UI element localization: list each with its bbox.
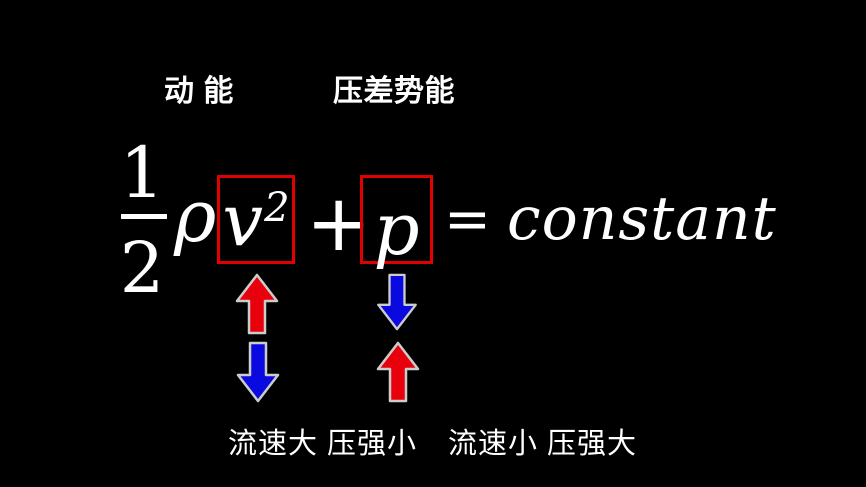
v-symbol: v bbox=[222, 177, 264, 262]
p-symbol: p bbox=[373, 186, 420, 271]
flow-fast-pressure-low-label: 流速大 压强小 bbox=[228, 428, 418, 460]
pressure-up-red-arrow-icon bbox=[376, 341, 420, 403]
flow-slow-pressure-high-label: 流速小 压强大 bbox=[448, 428, 638, 460]
v-squared-highlight-box: v2 bbox=[217, 175, 295, 264]
fraction-bar bbox=[121, 214, 167, 219]
fraction-denominator: 2 bbox=[119, 227, 165, 309]
pressure-down-blue-arrow-icon bbox=[377, 273, 417, 331]
constant-text: constant bbox=[507, 184, 777, 254]
p-highlight-box: p bbox=[360, 175, 433, 271]
velocity-up-red-arrow-icon bbox=[235, 273, 279, 335]
equals-sign: = bbox=[444, 187, 491, 252]
v-exponent: 2 bbox=[264, 184, 290, 231]
pressure-potential-energy-label: 压差势能 bbox=[333, 75, 455, 108]
v-squared-term: v2 bbox=[222, 184, 289, 256]
kinetic-energy-label: 动 能 bbox=[164, 75, 234, 108]
rho-symbol: ρ bbox=[174, 174, 217, 258]
fraction-numerator: 1 bbox=[119, 132, 165, 214]
velocity-down-blue-arrow-icon bbox=[236, 341, 280, 403]
